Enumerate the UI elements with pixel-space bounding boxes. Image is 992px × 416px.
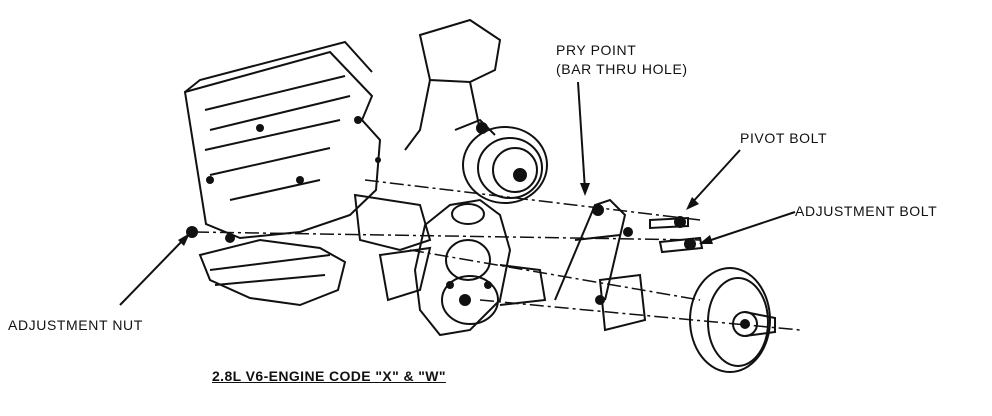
pivot-bolt-leader bbox=[689, 149, 741, 206]
adjustment-nut-leader bbox=[119, 237, 186, 306]
adjustment-nut-label: ADJUSTMENT NUT bbox=[8, 317, 143, 333]
engine-detail-bolts bbox=[206, 116, 381, 241]
pump-pulley bbox=[689, 267, 776, 373]
adjustment-nut-arrowhead bbox=[178, 233, 190, 246]
mounting-bracket bbox=[378, 198, 647, 332]
pry-point-leader bbox=[577, 81, 586, 191]
adjustment-bolt-leader bbox=[704, 211, 796, 243]
leader-lines bbox=[119, 81, 796, 306]
adjustment-bolt bbox=[658, 236, 704, 254]
pivot-bolt-arrowhead bbox=[686, 197, 699, 210]
pry-point-label-line1: PRY POINT bbox=[556, 42, 637, 58]
pry-point-arrowhead bbox=[580, 183, 590, 196]
pivot-bolt bbox=[649, 216, 689, 230]
adjustment-bolt-arrowhead bbox=[699, 235, 713, 244]
engine-block bbox=[183, 18, 502, 307]
engine-caption: 2.8L V6-ENGINE CODE "X" & "W" bbox=[212, 368, 446, 384]
alignment-lines bbox=[194, 179, 801, 331]
pivot-bolt-label: PIVOT BOLT bbox=[740, 130, 828, 146]
upper-pulley bbox=[454, 118, 548, 204]
adjustment-nut bbox=[186, 226, 235, 243]
leader-arrowheads bbox=[178, 183, 713, 246]
power-steering-pump bbox=[413, 198, 547, 337]
pry-point-label-line2: (BAR THRU HOLE) bbox=[556, 61, 688, 77]
adjustment-bolt-label: ADJUSTMENT BOLT bbox=[795, 203, 938, 219]
